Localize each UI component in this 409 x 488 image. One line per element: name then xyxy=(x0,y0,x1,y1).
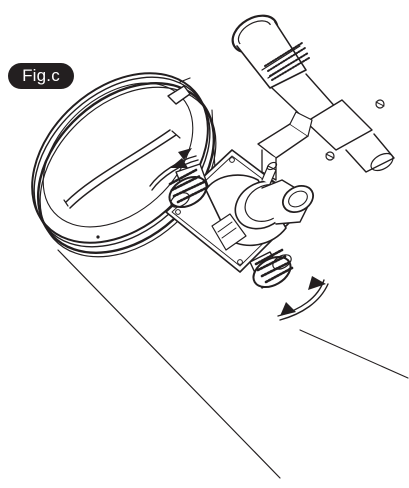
right-knob-rotation-arrow xyxy=(277,276,329,321)
left-knob-rotation-arrow xyxy=(149,148,199,191)
finder-scope xyxy=(231,14,395,173)
spider-vane xyxy=(63,129,181,209)
left-focus-knob xyxy=(168,163,209,209)
ring-clip xyxy=(96,77,191,239)
focuser xyxy=(205,161,314,251)
right-focus-knob xyxy=(249,248,294,289)
figure-label: Fig.c xyxy=(8,63,74,89)
